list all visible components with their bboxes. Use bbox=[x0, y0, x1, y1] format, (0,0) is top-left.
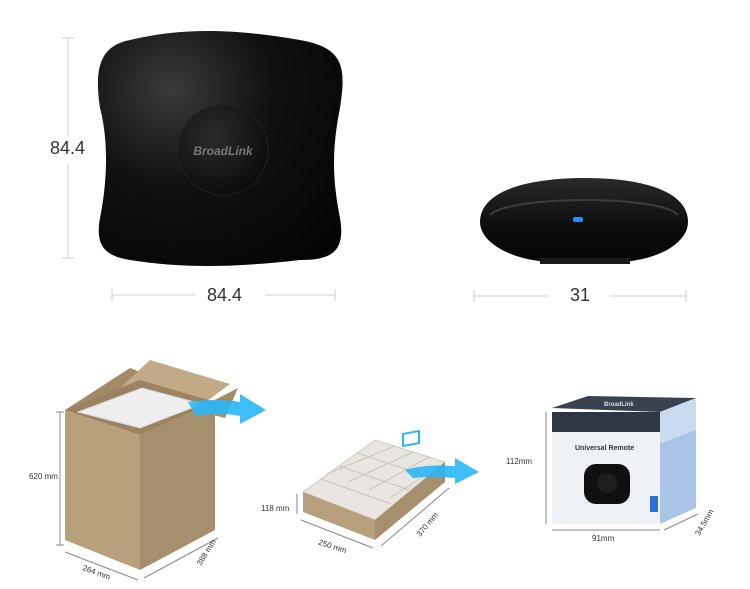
device-depth-label: 31 bbox=[570, 285, 591, 305]
retail-box-width-label: 91mm bbox=[592, 534, 615, 543]
carton-height-label: 620 mm bbox=[29, 472, 58, 481]
device-height-label: 84.4 bbox=[50, 138, 86, 158]
retail-box-height-label: 112mm bbox=[506, 457, 533, 466]
device-front-view: BroadLink bbox=[60, 28, 350, 318]
arrow-right-icon bbox=[405, 458, 479, 484]
indicator-led bbox=[573, 217, 583, 222]
shipping-carton bbox=[20, 340, 280, 589]
retail-box-title: Universal Remote bbox=[575, 445, 635, 452]
device-width-label: 84.4 bbox=[207, 285, 243, 305]
device-side-view bbox=[470, 170, 700, 310]
arrow-right-icon bbox=[188, 394, 266, 424]
device-logo: BroadLink bbox=[193, 144, 254, 158]
tray-height-label: 118 mm bbox=[261, 504, 290, 513]
device-front-illustration: BroadLink bbox=[60, 31, 343, 301]
retail-box bbox=[500, 390, 735, 550]
inner-tray bbox=[255, 420, 500, 570]
retail-box-logo: BroadLink bbox=[604, 402, 634, 408]
